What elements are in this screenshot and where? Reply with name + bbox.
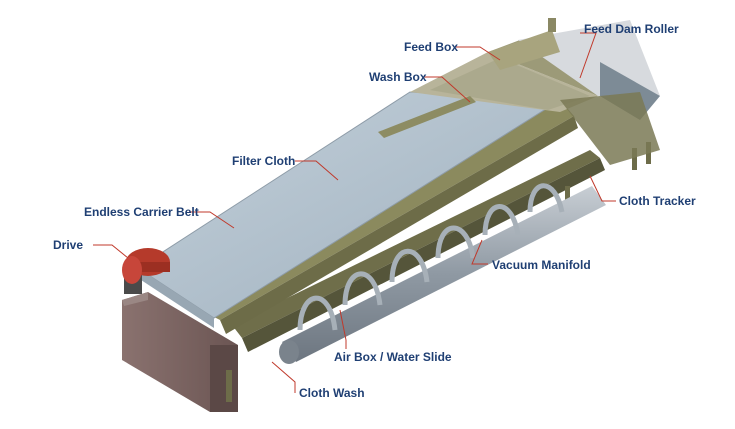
leader-lines [93, 32, 616, 393]
vacuum-manifold-pipe [279, 183, 606, 364]
label-filter-cloth: Filter Cloth [232, 154, 296, 168]
label-wash-box: Wash Box [369, 70, 427, 84]
lower-frame [226, 142, 651, 402]
leader-drive [93, 244, 129, 259]
drive-motor [122, 248, 170, 294]
label-cloth-wash: Cloth Wash [299, 386, 365, 400]
label-drive: Drive [53, 238, 84, 252]
leader-endless-carrier-belt [189, 211, 235, 229]
leader-feed-box [456, 46, 501, 61]
label-feed-dam-roller: Feed Dam Roller [584, 22, 679, 36]
leader-cloth-wash [271, 361, 296, 393]
label-feed-box: Feed Box [404, 40, 459, 54]
leader-vacuum-manifold [471, 239, 488, 265]
leader-air-box-water-slide [339, 309, 347, 349]
head-end-structure [378, 18, 660, 165]
label-cloth-tracker: Cloth Tracker [619, 194, 696, 208]
leader-feed-dam-roller [579, 32, 597, 79]
label-endless-carrier-belt: Endless Carrier Belt [84, 205, 199, 219]
leader-filter-cloth [295, 160, 339, 181]
leader-wash-box [424, 76, 471, 103]
label-air-box-water-slide: Air Box / Water Slide [334, 350, 452, 364]
leader-cloth-tracker [589, 175, 616, 202]
label-vacuum-manifold: Vacuum Manifold [492, 258, 591, 272]
